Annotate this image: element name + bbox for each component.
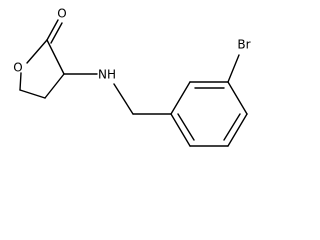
bond-ring-ch2-to-ring-ch2 — [19, 89, 46, 99]
carbonyl-oxygen-label: O — [57, 7, 66, 21]
bond-ring-ch2-to-ring-oxygen — [19, 72, 22, 91]
amine-nh-label: NH — [98, 68, 116, 82]
bond-carbonyl-carbon-to-alpha-carbon — [46, 39, 65, 75]
ring-oxygen-label: O — [13, 61, 22, 75]
benzene-bond-1 — [170, 81, 191, 115]
carbonyl-bond-line-2 — [50, 22, 63, 44]
benzene-bond-3 — [227, 81, 248, 115]
benzene-inner-double-bond-3 — [177, 113, 195, 141]
bond-ring-oxygen-to-carbonyl-carbon — [26, 39, 48, 64]
benzene-inner-double-bond-2 — [223, 113, 241, 141]
benzene-bond-4 — [227, 113, 248, 147]
bromine-label: Br — [237, 38, 250, 52]
carbonyl-bond-line-1 — [46, 19, 59, 41]
bond-alpha-carbon-to-ring-ch2 — [44, 73, 65, 99]
benzene-ring — [170, 81, 248, 147]
benzene-bond-6 — [170, 113, 191, 147]
lactone-ring — [19, 39, 65, 99]
carbonyl-double-bond — [46, 19, 63, 44]
bond-nitrogen-to-benzyl-carbon — [113, 83, 134, 115]
molecule-structure-diagram: O O NH Br — [13, 7, 251, 147]
bond-ring-to-bromine — [227, 54, 240, 83]
